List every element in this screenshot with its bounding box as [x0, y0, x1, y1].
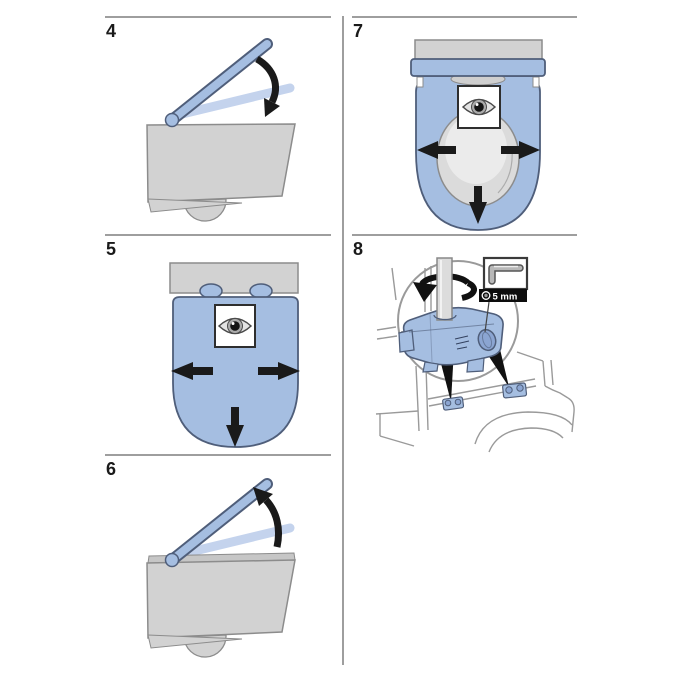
seat-lid-ghost-position — [173, 523, 295, 560]
press-down-arrow-icon — [469, 186, 487, 224]
rule-above-step8 — [352, 234, 577, 236]
seat-notch-right — [532, 76, 540, 88]
rule-above-step4 — [105, 16, 331, 18]
toilet-top-view-seat-down — [410, 39, 546, 231]
eye-icon — [461, 98, 497, 116]
eye-icon — [217, 317, 253, 335]
ceramic-bowl — [146, 559, 296, 639]
step-8-number: 8 — [353, 239, 364, 259]
lid-hinge — [164, 552, 180, 568]
bowl-bottom-edge — [147, 198, 243, 213]
press-right-arrow-icon — [258, 362, 300, 380]
hinge-cover-bar — [410, 58, 546, 77]
cistern-top — [169, 262, 299, 294]
press-right-arrow-icon — [501, 141, 540, 159]
press-down-arrow-icon — [226, 407, 244, 447]
lid-hinge — [164, 112, 180, 128]
toilet-side-view — [146, 478, 296, 658]
hinge-cap-left — [199, 283, 223, 299]
seat-notch-left — [416, 76, 424, 88]
seat-lid-raised — [168, 40, 271, 124]
press-left-arrow-icon — [417, 141, 456, 159]
hinge-cap-right — [249, 283, 273, 299]
bowl-bottom-edge — [147, 634, 243, 649]
rule-above-step7 — [352, 16, 577, 18]
hex-key-icon — [488, 264, 524, 285]
seat-lid-raised — [168, 480, 271, 564]
rotation-arrow-head — [413, 282, 437, 302]
step-4-illustration — [146, 38, 296, 222]
hex-key-shaft — [436, 257, 453, 321]
step-7-illustration — [410, 39, 546, 231]
column-divider — [342, 16, 344, 665]
tool-size-label: 5 mm — [493, 292, 518, 303]
ceramic-bowl — [146, 123, 296, 203]
step-7-number: 7 — [353, 21, 364, 41]
tool-callout: 5 mm — [479, 256, 529, 303]
toilet-top-view-lid-closed — [169, 262, 300, 448]
closed-lid — [172, 296, 299, 448]
bowl-highlight — [445, 114, 507, 184]
toilet-side-view — [146, 38, 296, 222]
callout-pointer-line — [484, 301, 490, 333]
close-lid-arrow-icon — [255, 55, 280, 117]
size-strip — [479, 289, 527, 302]
step-6-number: 6 — [106, 459, 117, 479]
rule-above-step6 — [105, 454, 331, 456]
cistern-top — [414, 39, 543, 62]
hinge-fitting-right — [502, 382, 528, 399]
open-lid-arrow-icon — [253, 487, 283, 548]
seat-lid-ghost-position — [173, 83, 295, 120]
step-5-illustration — [169, 262, 300, 448]
socket-boss — [433, 314, 457, 321]
step-5-number: 5 — [106, 239, 117, 259]
step-6-illustration — [146, 478, 296, 658]
hex-socket-icon — [481, 291, 491, 300]
scale-marks — [454, 335, 470, 350]
press-left-arrow-icon — [171, 362, 213, 380]
hinge-mechanism — [398, 306, 504, 373]
step-8-illustration: 5 mm — [375, 256, 575, 453]
hinge-fitting-left — [442, 396, 465, 411]
step-4-number: 4 — [106, 21, 117, 41]
rule-above-step5 — [105, 234, 331, 236]
